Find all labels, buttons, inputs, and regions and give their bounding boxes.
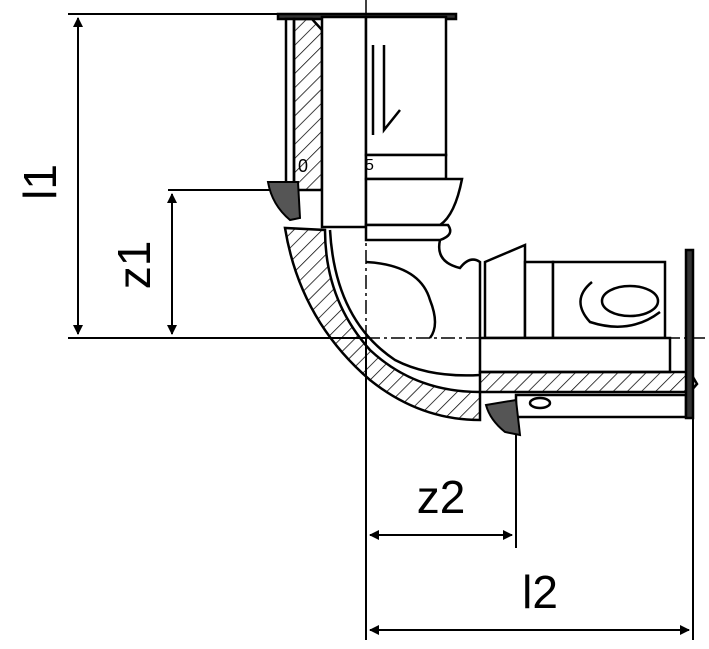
dimension-arrows — [73, 17, 690, 635]
svg-text:5: 5 — [365, 157, 374, 174]
seal-top — [266, 181, 302, 222]
horizontal-socket — [478, 243, 699, 420]
svg-text:0: 0 — [298, 156, 308, 176]
label-z1: z1 — [108, 241, 160, 290]
seal-right — [484, 398, 522, 437]
vertical-socket: 0 5 — [276, 12, 464, 242]
elbow-body — [283, 226, 482, 422]
label-z2: z2 — [417, 471, 466, 523]
label-l1: l1 — [14, 164, 66, 200]
label-l2: l2 — [522, 566, 558, 618]
